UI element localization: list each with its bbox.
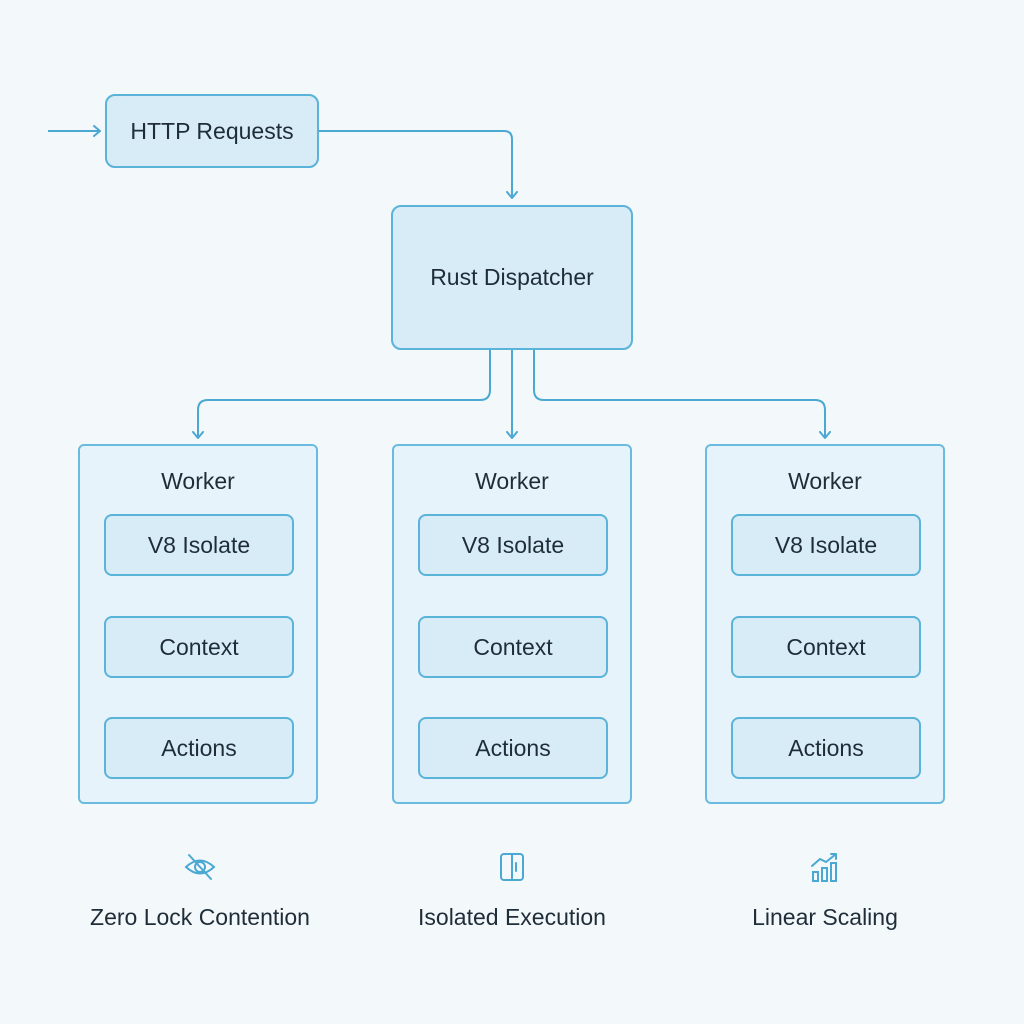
worker-3-actions-node: Actions <box>731 717 921 779</box>
requests-to-dispatcher-connector <box>318 130 518 199</box>
http-requests-label: HTTP Requests <box>130 117 294 144</box>
worker-1-actions-node: Actions <box>104 717 294 779</box>
feature-label-linear-scaling: Linear Scaling <box>752 904 898 930</box>
worker-3-panel: Worker V8 Isolate Context Actions <box>705 444 945 804</box>
worker-2-panel: Worker V8 Isolate Context Actions <box>392 444 632 804</box>
split-box-icon <box>500 853 524 881</box>
worker-3-v8-isolate-node: V8 Isolate <box>731 514 921 576</box>
worker-2-title: Worker <box>475 468 549 494</box>
http-requests-node: HTTP Requests <box>105 94 319 168</box>
worker-1-title: Worker <box>161 468 235 494</box>
rust-dispatcher-label: Rust Dispatcher <box>430 264 594 290</box>
worker-2-actions-node: Actions <box>418 717 608 779</box>
feature-zero-lock-contention: Zero Lock Contention <box>50 850 350 931</box>
feature-isolated-execution: Isolated Execution <box>362 850 662 931</box>
feature-linear-scaling: Linear Scaling <box>675 850 975 931</box>
feature-label-zero-lock-contention: Zero Lock Contention <box>90 904 310 930</box>
rust-dispatcher-node: Rust Dispatcher <box>391 205 633 350</box>
bar-chart-trend-icon <box>811 853 837 882</box>
worker-3-context-node: Context <box>731 616 921 678</box>
worker-2-context-node: Context <box>418 616 608 678</box>
worker-3-title: Worker <box>788 468 862 494</box>
worker-1-context-node: Context <box>104 616 294 678</box>
dispatcher-to-worker-1-connector <box>192 350 491 439</box>
eye-off-icon <box>184 854 216 880</box>
worker-1-v8-isolate-node: V8 Isolate <box>104 514 294 576</box>
worker-2-v8-isolate-node: V8 Isolate <box>418 514 608 576</box>
feature-label-isolated-execution: Isolated Execution <box>418 904 606 930</box>
worker-1-panel: Worker V8 Isolate Context Actions <box>78 444 318 804</box>
dispatcher-to-worker-3-connector <box>533 350 831 439</box>
